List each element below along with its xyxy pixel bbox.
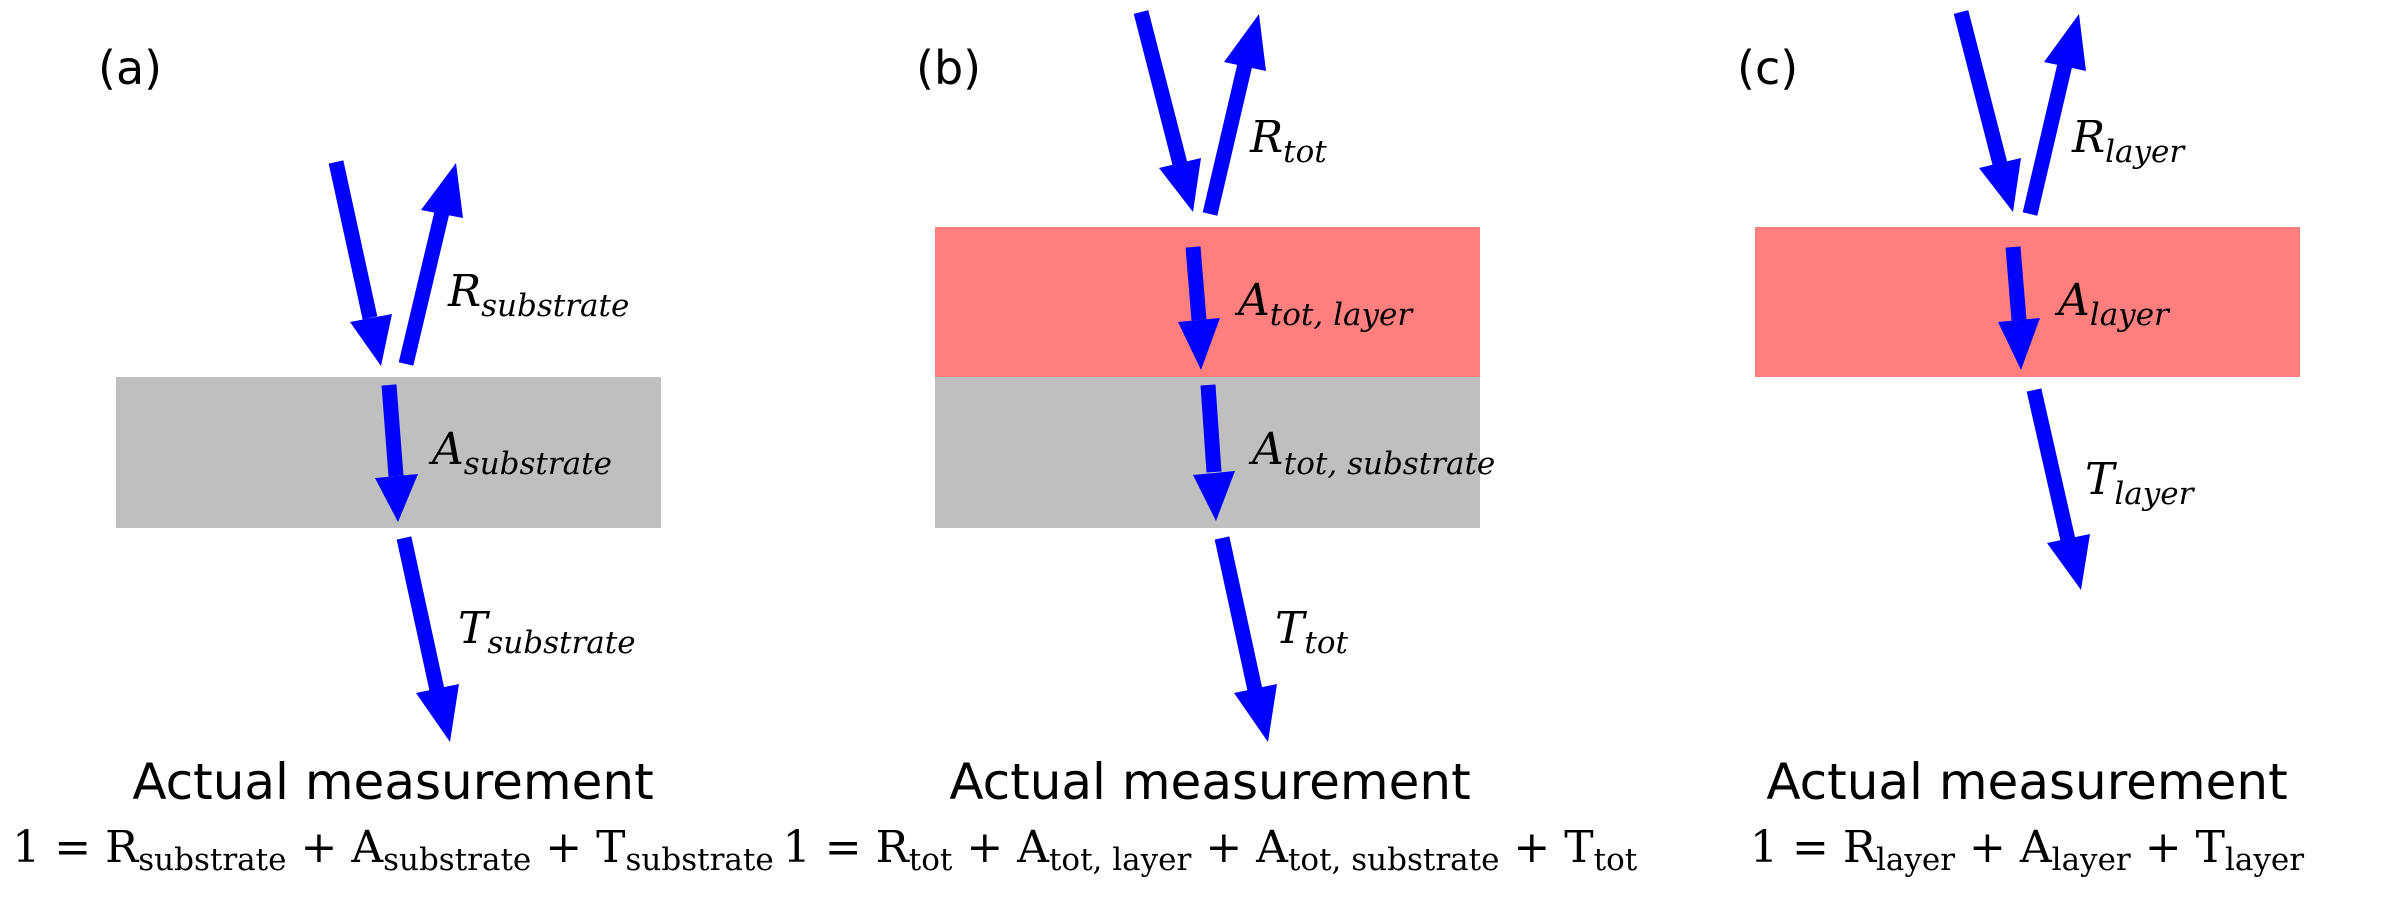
reflect-label: Rtot [1249, 112, 1327, 170]
panel-b: (b) Rtot Atot, layer Atot, substrate Tto… [783, 10, 1638, 878]
reflected-arrow [398, 163, 463, 366]
incident-arrow [328, 160, 392, 366]
caption: Actual measurement [949, 753, 1470, 811]
incident-arrow [1953, 10, 2021, 212]
transmitted-arrow [396, 536, 459, 742]
absorb-substrate-label: Atot, substrate [1248, 424, 1495, 482]
transmit-label: Tsubstrate [458, 603, 636, 661]
equation: 1 = Rsubstrate + Asubstrate + Tsubstrate [12, 822, 773, 878]
reflected-arrow [1202, 14, 1266, 216]
transmitted-arrow [2026, 388, 2090, 590]
panel-c: (c) Rlayer Alayer Tlayer Actual measurem… [1737, 10, 2304, 878]
equation: 1 = Rlayer + Alayer + Tlayer [1750, 822, 2304, 878]
incident-arrow [1133, 10, 1201, 212]
equation: 1 = Rtot + Atot, layer + Atot, substrate… [783, 822, 1638, 878]
caption: Actual measurement [132, 753, 653, 811]
absorb-label: Asubstrate [428, 424, 612, 482]
transmit-label: Tlayer [2085, 454, 2196, 512]
layer-block [1755, 227, 2300, 377]
absorbed-layer-arrow [1178, 246, 1220, 370]
absorb-layer-label: Atot, layer [1234, 275, 1414, 333]
caption: Actual measurement [1766, 753, 2287, 811]
reflect-label: Rlayer [2071, 112, 2186, 170]
absorbed-layer-arrow [1998, 246, 2040, 370]
transmit-label: Ttot [1275, 603, 1348, 661]
reflected-arrow [2022, 14, 2086, 216]
panel-label-b: (b) [916, 41, 981, 95]
absorbed-arrow [375, 384, 418, 522]
transmitted-arrow [1214, 536, 1277, 742]
absorbed-substrate-arrow [1193, 384, 1235, 521]
panel-label-c: (c) [1737, 41, 1798, 95]
absorb-layer-label: Alayer [2054, 275, 2171, 333]
panel-label-a: (a) [98, 41, 162, 95]
reflect-label: Rsubstrate [447, 266, 629, 324]
panel-a: (a) Rsubstrate Asubstrate Tsubstrate Act… [12, 41, 773, 878]
